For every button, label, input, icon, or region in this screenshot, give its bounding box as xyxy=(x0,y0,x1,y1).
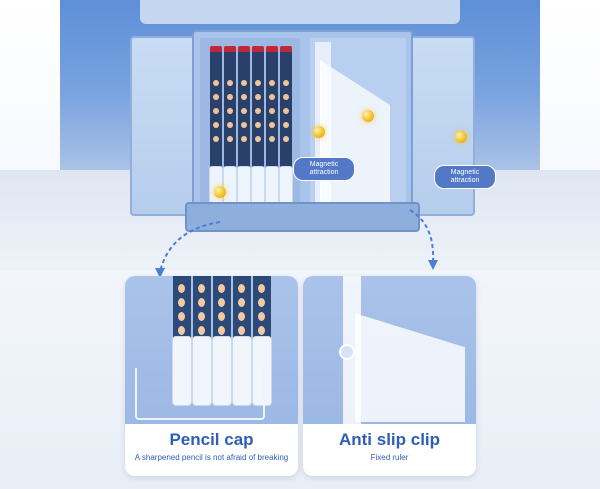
anti-slip-clip xyxy=(339,344,355,360)
grip-dot xyxy=(178,312,185,321)
grip-dot xyxy=(213,94,219,100)
grip-dot xyxy=(238,284,245,293)
pencil xyxy=(251,46,265,216)
connector-left xyxy=(159,221,221,273)
grip-dot xyxy=(258,312,265,321)
grip-dot xyxy=(269,122,275,128)
grip-dot xyxy=(198,298,205,307)
dashed-arrow-icon xyxy=(155,209,438,278)
grip-dot xyxy=(178,284,185,293)
grip-dot xyxy=(227,136,233,142)
pencil-cap xyxy=(192,336,212,406)
case-tray-edge xyxy=(135,368,265,420)
feature-card-pencil-cap: Pencil cap A sharpened pencil is not afr… xyxy=(125,276,298,476)
pencil xyxy=(279,46,293,216)
grip-dot xyxy=(198,312,205,321)
grip-dot xyxy=(218,284,225,293)
pencil xyxy=(237,46,251,216)
grip-dot xyxy=(258,298,265,307)
magnet-marker-icon xyxy=(214,186,226,198)
case-lid-top xyxy=(140,0,460,24)
card-subtitle: A sharpened pencil is not afraid of brea… xyxy=(134,453,289,462)
grip-dot xyxy=(269,80,275,86)
pencil-cap-closeup xyxy=(125,276,298,424)
grip-dot xyxy=(218,298,225,307)
grip-dot xyxy=(198,326,205,335)
grip-dot xyxy=(241,80,247,86)
grip-dot xyxy=(213,136,219,142)
pencil-cap xyxy=(172,336,192,406)
triangle-ruler xyxy=(355,313,465,422)
grip-dot xyxy=(218,326,225,335)
card-title: Pencil cap xyxy=(169,430,254,449)
feature-card-anti-slip-clip: Anti slip clip Fixed ruler xyxy=(303,276,476,476)
grip-dot xyxy=(227,108,233,114)
grip-dot xyxy=(227,94,233,100)
grip-dot xyxy=(238,326,245,335)
grip-dot xyxy=(213,122,219,128)
grip-dot xyxy=(227,122,233,128)
grip-dot xyxy=(283,94,289,100)
grip-dot xyxy=(283,122,289,128)
magnet-marker-icon xyxy=(455,131,467,143)
card-caption: Pencil cap A sharpened pencil is not afr… xyxy=(125,424,298,476)
grip-dot xyxy=(269,108,275,114)
grip-dot xyxy=(238,312,245,321)
grip-dot xyxy=(255,80,261,86)
pencil-cap xyxy=(212,336,232,406)
grip-dot xyxy=(238,298,245,307)
magnet-marker-icon xyxy=(362,110,374,122)
grip-dot xyxy=(241,108,247,114)
connector-right xyxy=(409,209,435,263)
pencil xyxy=(265,46,279,216)
grip-dot xyxy=(218,312,225,321)
grip-dot xyxy=(283,80,289,86)
pencil-cap xyxy=(232,336,252,406)
grip-dot xyxy=(255,136,261,142)
case-base-tray xyxy=(185,202,420,232)
grip-dot xyxy=(283,136,289,142)
grip-dot xyxy=(269,136,275,142)
grip-dot xyxy=(213,80,219,86)
grip-dot xyxy=(255,122,261,128)
grip-dot xyxy=(255,94,261,100)
arrowhead-right xyxy=(428,260,438,270)
anti-slip-clip-closeup xyxy=(303,276,476,424)
case-door-left xyxy=(130,36,200,216)
magnetic-attraction-tag-right: Magnetic attraction xyxy=(434,165,496,190)
grip-dot xyxy=(255,108,261,114)
card-caption: Anti slip clip Fixed ruler xyxy=(303,424,476,476)
grip-dot xyxy=(198,284,205,293)
grip-dot xyxy=(241,136,247,142)
magnetic-attraction-tag-left: Magnetic attraction xyxy=(293,157,355,182)
grip-dot xyxy=(269,94,275,100)
card-subtitle: Fixed ruler xyxy=(370,453,409,462)
pencil xyxy=(223,46,237,216)
grip-dot xyxy=(241,122,247,128)
card-title: Anti slip clip xyxy=(338,430,441,449)
grip-dot xyxy=(258,326,265,335)
grip-dot xyxy=(283,108,289,114)
grip-dot xyxy=(178,298,185,307)
grip-dot xyxy=(178,326,185,335)
pencil-case-product xyxy=(130,30,475,232)
grip-dot xyxy=(258,284,265,293)
arrowhead-left xyxy=(155,268,165,278)
grip-dot xyxy=(213,108,219,114)
grip-dot xyxy=(227,80,233,86)
magnet-marker-icon xyxy=(313,126,325,138)
grip-dot xyxy=(241,94,247,100)
